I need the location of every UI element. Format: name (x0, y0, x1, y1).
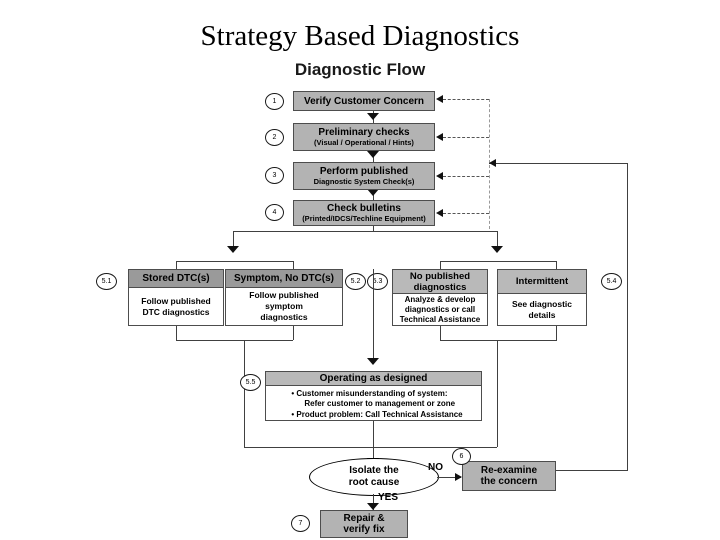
merge-52-drop (293, 326, 294, 340)
step-number-1: 1 (265, 93, 284, 110)
merge-53-drop (440, 326, 441, 340)
connector-center-to-operating (373, 269, 374, 364)
no-branch-line (437, 477, 461, 478)
step-number-3: 3 (265, 167, 284, 184)
step-number-2: 2 (265, 129, 284, 146)
page-title: Strategy Based Diagnostics (200, 20, 520, 52)
merge-left-vertical (244, 340, 245, 447)
merge-right-bus (440, 340, 557, 341)
branch-header-5-2: Symptom, No DTC(s) (226, 270, 342, 288)
feedback-line-to-step-2 (443, 137, 489, 138)
repair-box[interactable]: Repair & verify fix (320, 510, 408, 538)
merge-54-drop (556, 326, 557, 340)
merge-51-drop (176, 326, 177, 340)
operating-bullet-1: • Customer misunderstanding of system: (291, 388, 448, 398)
connector-step4-bus (373, 226, 374, 232)
branch-body-5-3: Analyze & develop diagnostics or call Te… (393, 294, 487, 325)
branch-body-5-2: Follow published symptom diagnostics (226, 288, 342, 325)
merge-left-bus (176, 340, 293, 341)
branch-card-5-2[interactable]: Symptom, No DTC(s) Follow published symp… (225, 269, 343, 326)
arrow-1-2 (367, 113, 379, 120)
reexamine-return-vertical (627, 163, 628, 470)
branch-card-5-4[interactable]: Intermittent See diagnostic details (497, 269, 587, 326)
reexamine-return-arrow (489, 159, 496, 167)
step-box-3[interactable]: Perform published Diagnostic System Chec… (293, 162, 435, 190)
operating-number-5-5: 5.5 (240, 374, 261, 391)
operating-bullet-list: • Customer misunderstanding of system: R… (284, 386, 462, 421)
edge-label-no: NO (428, 462, 443, 473)
edge-label-yes: YES (378, 492, 399, 503)
feedback-line-to-step-4 (443, 213, 489, 214)
merge-right-vertical (497, 340, 498, 447)
operating-bullet-1-cont: Refer customer to management or zone (304, 399, 456, 408)
branch-body-5-4: See diagnostic details (498, 294, 586, 325)
arrow-center-to-operating (367, 358, 379, 365)
decision-isolate-root-cause[interactable]: Isolate the root cause (309, 458, 439, 496)
yes-branch-arrow (367, 503, 379, 510)
subbus-left-to-52 (293, 261, 294, 269)
decision-text: Isolate the root cause (348, 465, 400, 488)
feedback-arrow-step-3 (436, 172, 443, 180)
reexamine-return-horizontal (489, 163, 628, 164)
branch-card-5-3[interactable]: No published diagnostics Analyze & devel… (392, 269, 488, 326)
branch-bus-right-drop (497, 231, 498, 249)
branch-header-5-4: Intermittent (498, 270, 586, 294)
branch-header-5-3: No published diagnostics (393, 270, 487, 294)
subbus-right-to-53 (440, 261, 441, 269)
step-box-1[interactable]: Verify Customer Concern (293, 91, 435, 111)
step-number-4: 4 (265, 204, 284, 221)
branch-number-5-4: 5.4 (601, 273, 622, 290)
yes-branch-line (373, 494, 374, 510)
operating-card[interactable]: Operating as designed • Customer misunde… (265, 371, 482, 421)
branch-number-5-3: 5.3 (367, 273, 388, 290)
branch-bus-left-arrow (227, 246, 239, 253)
branch-card-5-1[interactable]: Stored DTC(s) Follow published DTC diagn… (128, 269, 224, 326)
branch-number-5-2: 5.2 (345, 273, 366, 290)
branch-number-5-1: 5.1 (96, 273, 117, 290)
subbus-left-to-51 (176, 261, 177, 269)
arrow-3-4 (367, 189, 379, 196)
branch-bus-left-drop (233, 231, 234, 249)
feedback-line-to-step-3 (443, 176, 489, 177)
repair-number-7: 7 (291, 515, 310, 532)
diagram-subtitle: Diagnostic Flow (294, 60, 426, 79)
reexamine-return-bottom (556, 470, 628, 471)
branch-body-5-1: Follow published DTC diagnostics (129, 288, 223, 325)
subbus-right-to-54 (556, 261, 557, 269)
merge-bottom-bus (244, 447, 497, 448)
reexamine-number-6: 6 (452, 448, 471, 465)
feedback-arrow-step-4 (436, 209, 443, 217)
connector-operating-down (373, 421, 374, 447)
feedback-arrow-step-1 (436, 95, 443, 103)
feedback-arrow-step-2 (436, 133, 443, 141)
branch-bus-main (233, 231, 497, 232)
feedback-line-to-step-1 (443, 99, 489, 100)
operating-header: Operating as designed (266, 372, 481, 386)
operating-bullet-2: • Product problem: Call Technical Assist… (291, 409, 463, 419)
subbus-right (440, 261, 557, 262)
branch-header-5-1: Stored DTC(s) (129, 270, 223, 288)
step-box-2[interactable]: Preliminary checks (Visual / Operational… (293, 123, 435, 151)
arrow-2-3 (367, 151, 379, 158)
subbus-left (176, 261, 293, 262)
connector-bus-to-decision (373, 447, 374, 461)
no-branch-arrow (455, 473, 462, 481)
step-box-4[interactable]: Check bulletins (Printed/IDCS/Techline E… (293, 200, 435, 226)
branch-bus-right-arrow (491, 246, 503, 253)
reexamine-box[interactable]: Re-examine the concern (462, 461, 556, 491)
